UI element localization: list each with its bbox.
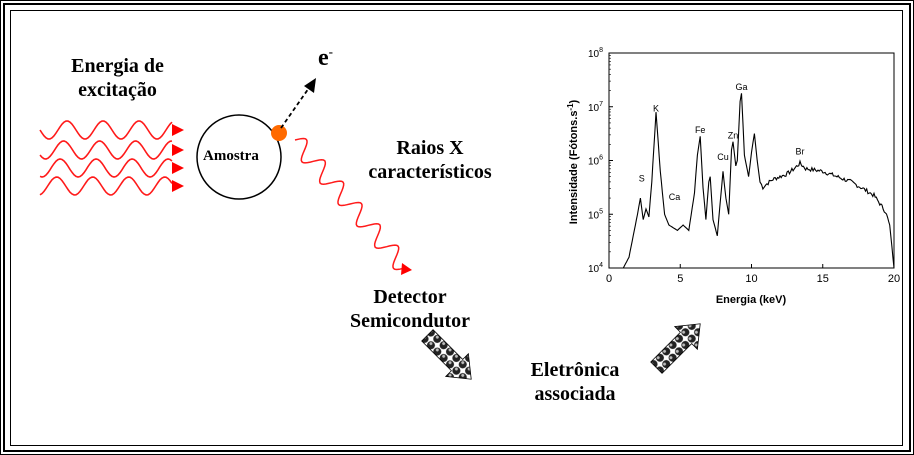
excitation-energy-line1: Energia de xyxy=(71,55,164,77)
x-axis-label: Energia (keV) xyxy=(716,294,787,306)
peak-label-k: K xyxy=(653,104,659,114)
plot-area xyxy=(608,52,895,269)
excitation-wave-3 xyxy=(39,158,173,178)
excitation-energy-label: Energia de excitação xyxy=(50,54,185,102)
detector-line1: Detector xyxy=(373,286,447,308)
y-axis-label: Intensidade (Fótons.s-1) xyxy=(566,99,580,224)
middle-frame xyxy=(3,3,911,452)
y-tick-label: 105 xyxy=(588,208,603,221)
x-axis-ticks: 0 5 10 15 20 xyxy=(606,264,900,285)
y-tick-label: 107 xyxy=(588,101,603,114)
peak-label-fe: Fe xyxy=(695,125,706,135)
electron-charge: - xyxy=(328,44,333,59)
sample-label: Amostra xyxy=(203,148,259,164)
xray-path xyxy=(294,137,406,271)
excitation-energy-line2: excitação xyxy=(78,79,157,101)
electronics-line2: associada xyxy=(534,383,616,405)
y-axis-ticks: 104 105 106 107 108 xyxy=(588,47,613,275)
excitation-arrowhead-3 xyxy=(172,162,184,174)
electron-label: e- xyxy=(318,44,333,72)
inner-frame xyxy=(10,10,903,446)
detector-label: Detector Semicondutor xyxy=(330,285,490,333)
xray-label: Raios X característicos xyxy=(350,136,510,184)
excitation-wave-2 xyxy=(39,140,173,160)
excitation-arrowhead-1 xyxy=(172,124,184,136)
peak-label-s: S xyxy=(639,173,645,183)
peak-label-ga: Ga xyxy=(736,82,748,92)
sample-circle xyxy=(196,114,282,200)
y-tick-label: 108 xyxy=(588,47,603,60)
peak-label-cu: Cu xyxy=(717,152,729,162)
detector-to-electronics-arrow xyxy=(421,329,472,380)
excitation-waves xyxy=(39,120,184,196)
electron-path xyxy=(280,84,312,129)
y-tick-label: 106 xyxy=(588,155,603,168)
x-tick-label: 20 xyxy=(888,273,900,285)
spectrum-series-line xyxy=(622,93,895,269)
detector-line2: Semicondutor xyxy=(350,310,470,332)
x-tick-label: 5 xyxy=(677,273,683,285)
xray-line1: Raios X xyxy=(396,137,464,159)
excitation-wave-4 xyxy=(39,176,173,196)
excitation-arrowhead-2 xyxy=(172,144,184,156)
electronics-to-spectrum-arrow xyxy=(650,323,701,374)
peak-label-zn: Zn xyxy=(728,130,739,140)
excitation-arrowhead-4 xyxy=(172,180,184,192)
electronics-line1: Eletrônica xyxy=(530,359,620,381)
excitation-wave-1 xyxy=(39,120,173,140)
peak-label-ca: Ca xyxy=(669,192,681,202)
x-tick-label: 10 xyxy=(745,273,757,285)
hot-spot xyxy=(271,125,287,141)
y-tick-label: 104 xyxy=(588,262,603,275)
electron-symbol: e xyxy=(318,45,329,71)
peak-label-br: Br xyxy=(795,147,804,157)
electronics-label: Eletrônica associada xyxy=(495,358,655,406)
xray-line2: característicos xyxy=(368,161,492,183)
electron-arrowhead xyxy=(304,78,316,93)
x-tick-label: 15 xyxy=(817,273,829,285)
x-tick-label: 0 xyxy=(606,273,612,285)
xray-arrowhead xyxy=(401,263,412,275)
